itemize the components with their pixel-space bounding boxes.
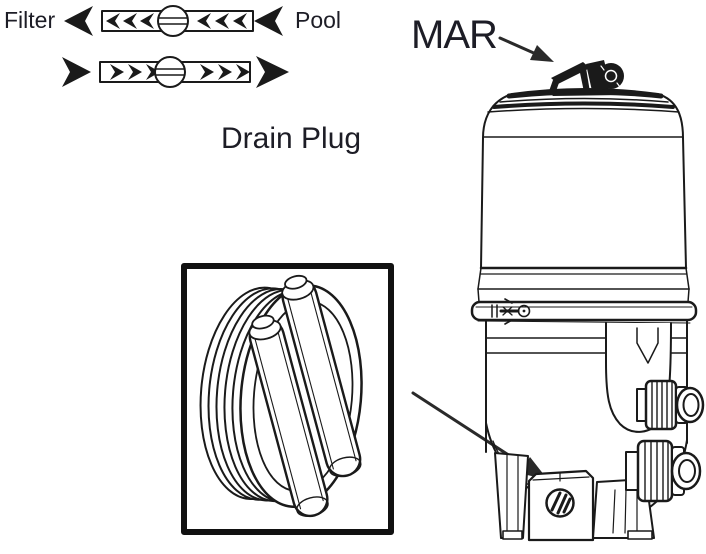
flow-right-end-arrow-icon (62, 56, 289, 88)
mar-arrow-icon (498, 36, 554, 62)
filter-tank-illustration (470, 60, 705, 542)
manual-air-relief-valve-icon (548, 60, 627, 96)
tank-lid-dome (482, 88, 684, 139)
filter-label: Filter (4, 7, 56, 33)
flow-to-pool-pipe (62, 56, 289, 88)
check-valve-icon (154, 56, 186, 88)
flow-right-chevrons-icon (110, 64, 250, 80)
lower-port-fitting (625, 439, 702, 503)
check-valve-icon (157, 5, 189, 37)
flow-left-end-arrow-icon (64, 6, 283, 36)
tank-lid-body (477, 137, 690, 303)
pool-label: Pool (295, 7, 342, 33)
tank-clamp-band (470, 298, 698, 325)
drain-plug-3d-drawing (199, 274, 363, 518)
drain-plug-label: Drain Plug (221, 122, 362, 155)
tank-drain-plug-icon (545, 488, 575, 518)
flow-to-filter-pipe (64, 5, 283, 37)
clamp-tensioner-icon (491, 298, 531, 325)
mar-label: MAR (411, 13, 498, 57)
upper-port-fitting (636, 379, 705, 431)
plug-handle-bars (248, 274, 362, 518)
